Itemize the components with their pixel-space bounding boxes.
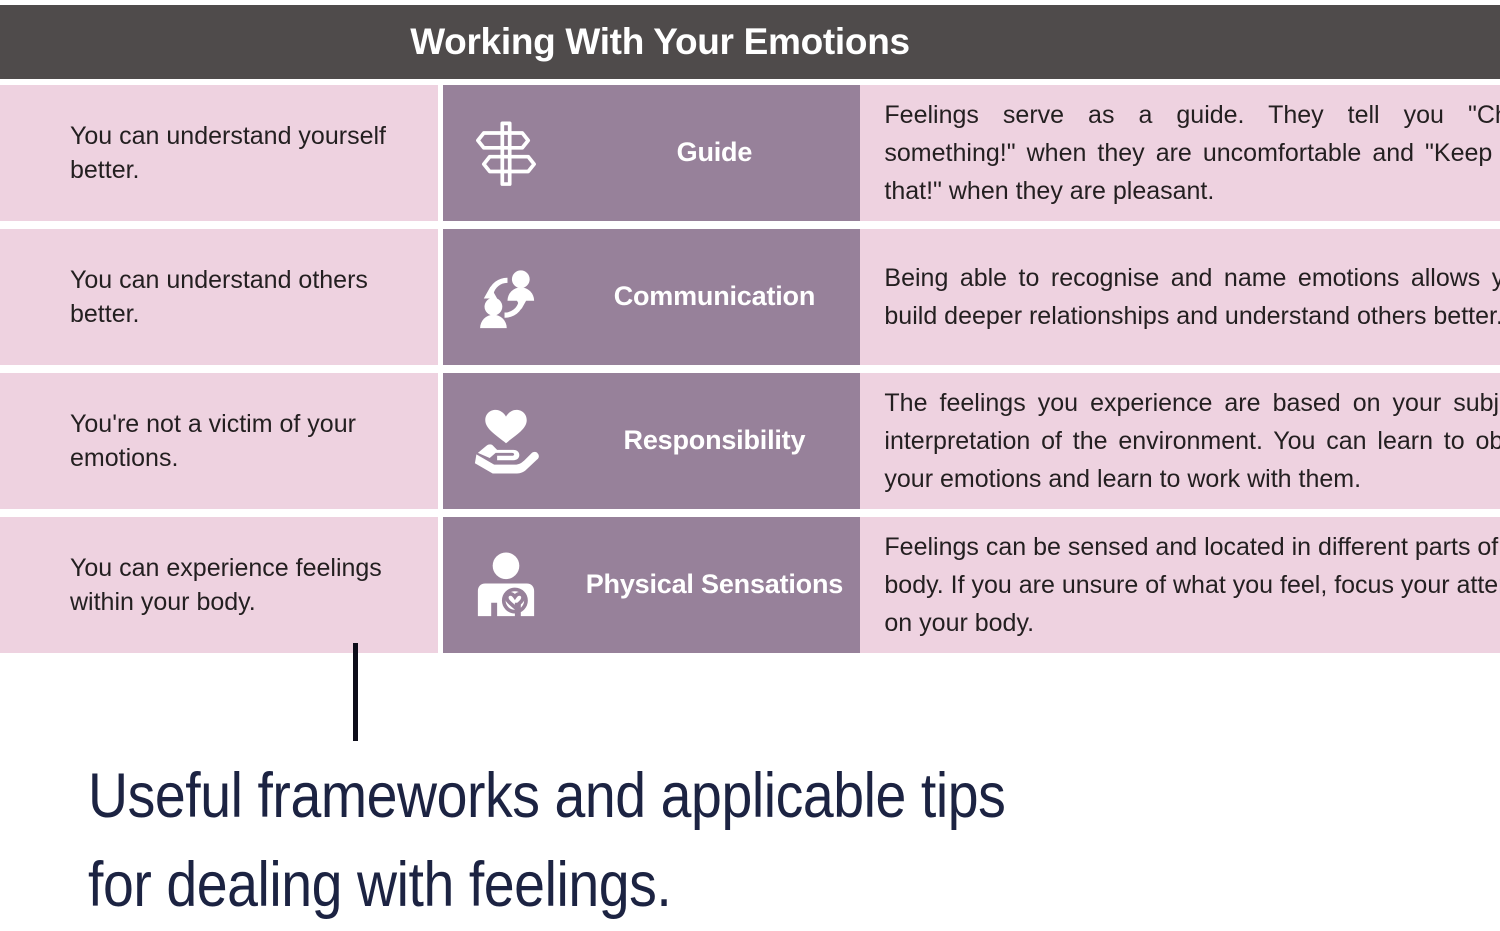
- benefit-cell: You can understand others better.: [0, 229, 439, 365]
- table-row: You can understand yourself better. Guid…: [0, 85, 1500, 221]
- caption-line-2: for dealing with feelings.: [88, 850, 672, 921]
- category-label-communication: Communication: [568, 229, 861, 365]
- description-text: Feelings can be sensed and located in di…: [884, 532, 1500, 638]
- benefit-text: You can experience feelings within your …: [70, 553, 382, 617]
- description-text: Being able to recognise and name emotion…: [884, 263, 1500, 330]
- table-row: You're not a victim of your emotions. Re…: [0, 373, 1500, 509]
- benefit-text: You can understand others better.: [70, 265, 368, 329]
- caption-line-1: Useful frameworks and applicable tips: [88, 761, 1006, 831]
- page-title: Working With Your Emotions: [410, 21, 910, 62]
- description-cell: The feelings you experience are based on…: [860, 373, 1500, 509]
- cell-divider: [438, 85, 443, 221]
- description-cell: Feelings can be sensed and located in di…: [860, 517, 1500, 653]
- category-label-text: Communication: [613, 281, 816, 312]
- benefit-cell: You're not a victim of your emotions.: [0, 373, 439, 509]
- category-label-text: Physical Sensations: [585, 569, 844, 600]
- category-label-text: Guide: [676, 137, 753, 168]
- header-bar: Working With Your Emotions: [0, 5, 1500, 79]
- connector-line: [353, 643, 358, 741]
- description-text: The feelings you experience are based on…: [884, 388, 1500, 494]
- people-exchange-icon: [442, 229, 569, 365]
- signpost-icon: [442, 85, 569, 221]
- category-label-guide: Guide: [568, 85, 861, 221]
- table-row: You can experience feelings within your …: [0, 517, 1500, 653]
- body-heart-icon: [442, 517, 569, 653]
- category-label-text: Responsibility: [623, 425, 806, 456]
- cell-divider: [438, 373, 443, 509]
- benefit-text: You're not a victim of your emotions.: [70, 409, 356, 473]
- benefit-text: You can understand yourself better.: [70, 121, 386, 185]
- caption: Useful frameworks and applicable tips fo…: [88, 752, 1418, 931]
- benefit-cell: You can experience feelings within your …: [0, 517, 439, 653]
- benefit-cell: You can understand yourself better.: [0, 85, 439, 221]
- emotions-table: You can understand yourself better. Guid…: [0, 85, 1500, 661]
- description-cell: Being able to recognise and name emotion…: [860, 229, 1500, 365]
- category-label-responsibility: Responsibility: [568, 373, 861, 509]
- table-row: You can understand others better. Commun…: [0, 229, 1500, 365]
- description-cell: Feelings serve as a guide. They tell you…: [860, 85, 1500, 221]
- category-label-physical-sensations: Physical Sensations: [568, 517, 861, 653]
- cell-divider: [438, 229, 443, 365]
- hand-holding-heart-icon: [442, 373, 569, 509]
- cell-divider: [438, 517, 443, 653]
- description-text: Feelings serve as a guide. They tell you…: [884, 100, 1500, 206]
